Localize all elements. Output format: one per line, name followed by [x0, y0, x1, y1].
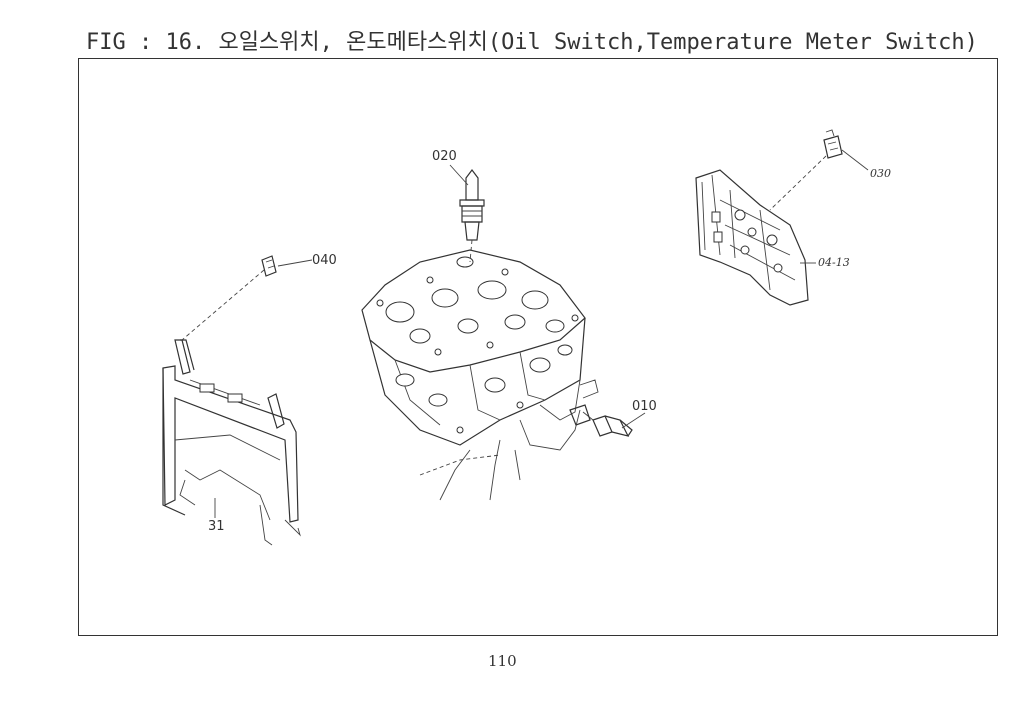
cylinder-head-part: [361, 249, 599, 501]
connector-040: [181, 255, 277, 341]
cover-plate-04-13: [695, 169, 809, 306]
figure-title: FIG : 16. 오일스위치, 온도메타스위치(Oil Switch,Temp…: [86, 30, 978, 55]
callout-label-010: 010: [632, 399, 657, 414]
temperature-switch-020: [459, 169, 485, 263]
callout-label-04-13: 04-13: [818, 256, 850, 269]
connector-030: [769, 129, 843, 211]
diagram-frame: [78, 58, 998, 636]
page-number: 110: [488, 652, 517, 670]
switch-bracket-31: [162, 339, 301, 546]
callout-label-030: 030: [870, 167, 891, 180]
callout-label-020: 020: [432, 149, 457, 164]
callout-label-31: 31: [208, 519, 225, 534]
oil-pressure-switch-010: [569, 404, 633, 437]
callout-label-040: 040: [312, 253, 337, 268]
